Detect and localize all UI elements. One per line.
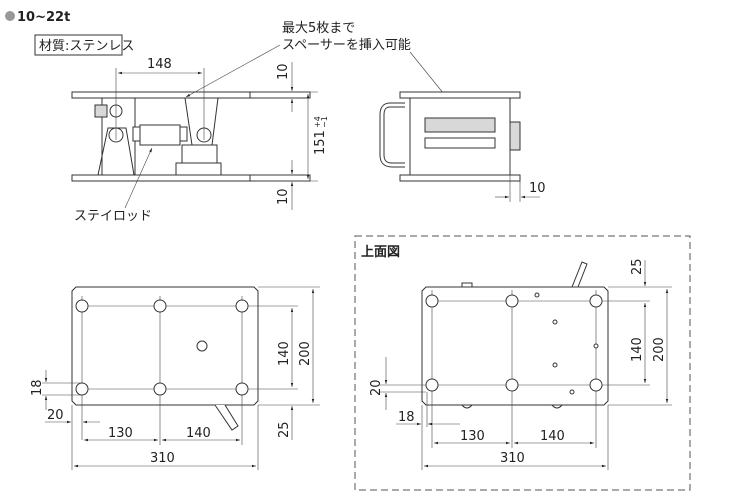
stay-rod bbox=[139, 124, 181, 146]
top-dim-25: 25 bbox=[630, 258, 645, 275]
dim-148: 148 bbox=[147, 57, 172, 72]
material-label: 材質:ステンレス bbox=[39, 39, 134, 54]
top-view: 25 140 200 20 18 130 140 310 bbox=[369, 258, 672, 470]
bottom-dim-25: 25 bbox=[277, 421, 292, 438]
spacer-callout-line2: スペーサーを挿入可能 bbox=[282, 38, 411, 53]
bottom-plate bbox=[71, 174, 311, 182]
dim-bottom-10: 10 bbox=[276, 188, 291, 205]
top-dim-200: 200 bbox=[652, 337, 667, 362]
dim-151-tol-minus: −1 bbox=[320, 116, 329, 128]
top-dim-18: 18 bbox=[398, 410, 415, 425]
bottom-view: 140 200 25 18 20 130 140 310 bbox=[30, 286, 320, 470]
top-dim-310: 310 bbox=[500, 451, 525, 466]
bottom-dim-130: 130 bbox=[108, 426, 133, 441]
top-dim-130: 130 bbox=[460, 429, 485, 444]
top-dim-140-vertical: 140 bbox=[630, 337, 645, 362]
top-view-heading: 上面図 bbox=[361, 245, 400, 260]
top-plate bbox=[71, 91, 311, 99]
bottom-dim-20: 20 bbox=[47, 408, 64, 423]
top-view-frame bbox=[354, 235, 691, 491]
bottom-dim-18: 18 bbox=[30, 379, 45, 396]
top-dim-140: 140 bbox=[540, 429, 565, 444]
bottom-dim-140-vertical: 140 bbox=[277, 341, 292, 366]
top-dim-20: 20 bbox=[369, 379, 384, 396]
material-box bbox=[34, 34, 123, 56]
dim-151: 151 bbox=[313, 130, 328, 155]
end-view: 10 bbox=[379, 91, 546, 202]
bottom-dim-140: 140 bbox=[186, 426, 211, 441]
dim-end-10: 10 bbox=[529, 181, 546, 196]
dim-151-tol-plus: +4 bbox=[313, 116, 322, 128]
spacer-callout-line1: 最大5枚まで bbox=[282, 21, 355, 36]
bullet-icon bbox=[5, 11, 15, 21]
side-view: 148 10 10 151 +4 −1 最大5枚まで スペーサーを挿入可能 ステ… bbox=[71, 21, 466, 224]
bottom-dim-310: 310 bbox=[150, 451, 175, 466]
stay-rod-label: ステイロッド bbox=[74, 209, 152, 224]
model-range-title: 10~22t bbox=[17, 10, 70, 25]
dim-top-10: 10 bbox=[276, 63, 291, 80]
bottom-dim-200: 200 bbox=[298, 341, 313, 366]
